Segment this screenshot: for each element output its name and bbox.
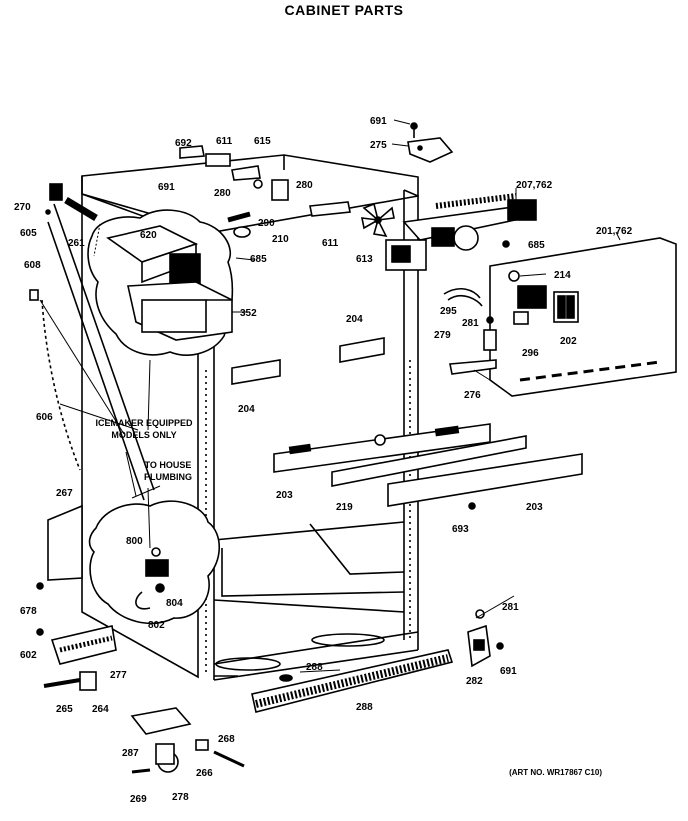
part-label: 210 [272, 234, 289, 245]
part-label: 605 [20, 228, 37, 239]
part-label: 275 [370, 140, 387, 151]
part-label: 691 [500, 666, 517, 677]
icemaker-note-line2: MODELS ONLY [111, 430, 176, 440]
rails [273, 423, 583, 510]
leader-lines [39, 119, 621, 673]
callout-text: ICEMAKER EQUIPPED MODELS ONLY TO HOUSE P… [95, 418, 193, 482]
part-label: 804 [166, 598, 183, 609]
part-label: 203 [276, 490, 293, 501]
part-label: 269 [130, 794, 147, 805]
diagram-title: CABINET PARTS [284, 2, 404, 18]
part-label: 288 [306, 662, 323, 673]
left-hardware [29, 183, 155, 501]
part-label: 691 [370, 116, 387, 127]
cabinet-body [81, 154, 419, 681]
water-valve [135, 547, 169, 610]
part-label: 288 [356, 702, 373, 713]
part-label: 219 [336, 502, 353, 513]
part-label: 281 [462, 318, 479, 329]
icemaker-note-line1: ICEMAKER EQUIPPED [95, 418, 193, 428]
part-label: 280 [296, 180, 313, 191]
part-label: 615 [254, 136, 271, 147]
part-label: 691 [158, 182, 175, 193]
part-label: 608 [24, 260, 41, 271]
part-label: 267 [56, 488, 73, 499]
part-label: 281 [502, 602, 519, 613]
icemaker-assembly [106, 225, 233, 341]
part-label: 261 [68, 238, 85, 249]
part-label: 685 [250, 254, 267, 265]
part-label: 613 [356, 254, 373, 265]
part-label: 692 [175, 138, 192, 149]
bottom-left-hardware [36, 504, 245, 774]
part-label: 606 [36, 412, 53, 423]
part-label: 290 [258, 218, 275, 229]
bracket-204-left [231, 359, 281, 385]
part-label: 278 [172, 792, 189, 803]
part-label: 202 [560, 336, 577, 347]
hinge-assembly-282 [467, 609, 504, 668]
part-label: 800 [126, 536, 143, 547]
part-label: 214 [554, 270, 571, 281]
part-label: 352 [240, 308, 257, 319]
top-hardware [179, 122, 537, 271]
part-label: 264 [92, 704, 109, 715]
part-label: 295 [440, 306, 457, 317]
part-label: 204 [238, 404, 255, 415]
part-label: 802 [148, 620, 165, 631]
part-label: 602 [20, 650, 37, 661]
part-label: 611 [322, 238, 339, 249]
part-label: 207,762 [516, 180, 553, 191]
part-label: 268 [218, 734, 235, 745]
part-label: 280 [214, 188, 231, 199]
part-label: 270 [14, 202, 31, 213]
part-label: 611 [216, 136, 233, 147]
kickplate-288 [251, 649, 454, 713]
part-label: 282 [466, 676, 483, 687]
part-label: 678 [20, 606, 37, 617]
part-label: 266 [196, 768, 213, 779]
part-number-labels: 691 275 692 611 615 691 280 290 270 605 … [14, 116, 633, 805]
part-label: 265 [56, 704, 73, 715]
part-label: 693 [452, 524, 469, 535]
part-label: 620 [140, 230, 157, 241]
bracket-204-right [339, 337, 385, 363]
part-label: 203 [526, 502, 543, 513]
part-label: 296 [522, 348, 539, 359]
part-label: 287 [122, 748, 139, 759]
part-label: 277 [110, 670, 127, 681]
part-label: 204 [346, 314, 363, 325]
part-label: 279 [434, 330, 451, 341]
art-number: (ART NO. WR17867 C10) [509, 768, 602, 777]
part-label: 276 [464, 390, 481, 401]
part-label: 201,762 [596, 226, 633, 237]
plumbing-note-line2: PLUMBING [144, 472, 192, 482]
control-panel [443, 237, 677, 397]
part-label: 685 [528, 240, 545, 251]
plumbing-note-line1: TO HOUSE [145, 460, 192, 470]
